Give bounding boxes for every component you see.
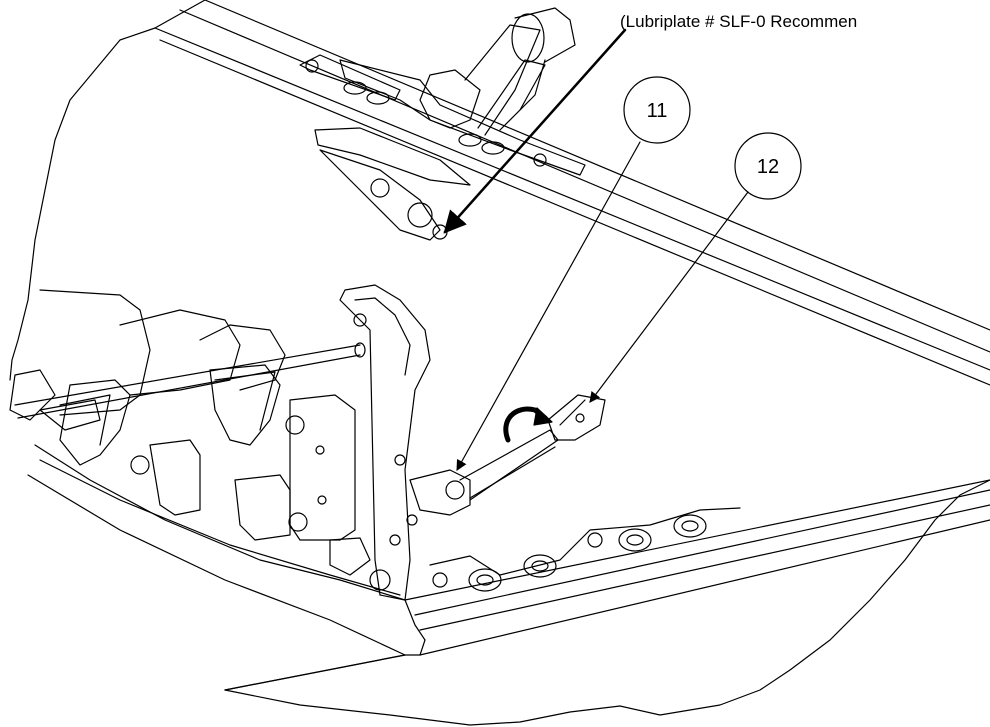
terminal-bolts	[430, 508, 740, 591]
rotation-arrow-icon	[506, 408, 552, 440]
contact-assemblies	[10, 290, 285, 465]
handle-cylinder	[500, 8, 575, 130]
lubrication-note: (Lubriplate # SLF-0 Recommen	[620, 12, 858, 31]
callout-12-label: 12	[757, 156, 779, 178]
top-rail	[155, 0, 990, 385]
callout-11: 11	[457, 77, 690, 471]
base-frame	[28, 445, 990, 690]
operating-linkage	[410, 395, 605, 515]
main-shaft	[15, 343, 365, 418]
callout-12-bubble	[735, 133, 801, 199]
pole-blocks	[131, 395, 390, 590]
center-plate	[340, 285, 430, 600]
leader-11	[457, 142, 640, 471]
callout-11-bubble	[624, 77, 690, 143]
note-leader-arrow	[443, 30, 625, 234]
breakaway-boundary	[10, 0, 990, 725]
callout-12: 12	[589, 133, 801, 403]
upper-latch-assembly	[300, 25, 585, 240]
callout-11-label: 11	[647, 100, 668, 122]
leader-12	[589, 192, 748, 403]
